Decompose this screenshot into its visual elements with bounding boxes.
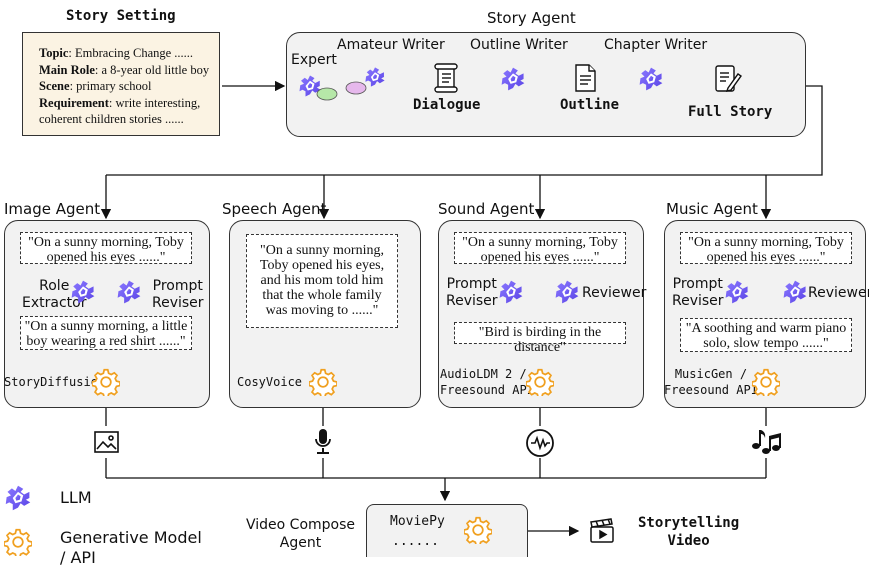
story-setting-title: Story Setting bbox=[66, 8, 176, 24]
legend-llm-label: LLM bbox=[60, 488, 92, 507]
story-setting-box: Topic: Embracing Change ...... Main Role… bbox=[22, 32, 220, 136]
llm-icon bbox=[638, 66, 664, 92]
requirement-value: : write interesting, bbox=[108, 95, 201, 110]
llm-icon bbox=[782, 279, 808, 305]
role-value: : a 8-year old little boy bbox=[94, 62, 210, 77]
story-excerpt: "On a sunny morning, Toby opened his eye… bbox=[454, 232, 626, 265]
music-agent-title: Music Agent bbox=[666, 200, 758, 218]
story-excerpt: "On a sunny morning, Toby opened his eye… bbox=[680, 232, 852, 265]
story-excerpt: "On a sunny morning, Toby opened his eye… bbox=[20, 232, 192, 265]
speech-bubble-icon bbox=[316, 87, 338, 101]
llm-icon bbox=[364, 66, 386, 88]
llm-icon bbox=[554, 279, 580, 305]
expert-label: Expert bbox=[291, 52, 337, 68]
image-icon bbox=[94, 431, 119, 453]
legend-gen-model-label: Generative Model/ API bbox=[60, 528, 202, 567]
audio-wave-icon bbox=[526, 429, 554, 457]
outline-label: Outline bbox=[560, 97, 620, 113]
llm-icon bbox=[70, 279, 96, 305]
clapperboard-icon bbox=[590, 518, 614, 543]
model-label: StoryDiffusion bbox=[4, 375, 106, 389]
model-label: MusicGen /Freesound API bbox=[664, 367, 758, 397]
scene-key: Scene bbox=[39, 79, 70, 93]
llm-icon bbox=[4, 484, 32, 512]
llm-icon bbox=[116, 279, 142, 305]
gear-icon bbox=[752, 368, 780, 396]
reviewer-label: Reviewer bbox=[582, 285, 647, 301]
amateur-writer-label: Amateur Writer bbox=[337, 37, 445, 53]
chapter-writer-label: Chapter Writer bbox=[604, 37, 708, 53]
ellipsis-label: ...... bbox=[392, 534, 439, 549]
gear-icon bbox=[309, 368, 337, 396]
speech-text: "On a sunny morning, Toby opened his eye… bbox=[246, 234, 398, 328]
model-label: AudioLDM 2 /Freesound API bbox=[440, 367, 534, 397]
reviewer-label: Reviewer bbox=[808, 285, 869, 301]
llm-icon bbox=[724, 279, 750, 305]
llm-icon bbox=[498, 279, 524, 305]
full-story-label: Full Story bbox=[688, 104, 773, 120]
topic-key: Topic bbox=[39, 46, 69, 60]
gear-icon bbox=[464, 516, 492, 544]
requirement-key: Requirement bbox=[39, 95, 109, 110]
topic-value: : Embracing Change ...... bbox=[68, 46, 194, 60]
story-agent-title: Story Agent bbox=[487, 9, 576, 27]
image-prompt: "On a sunny morning, a little boy wearin… bbox=[20, 316, 192, 350]
gear-icon bbox=[526, 368, 554, 396]
speech-agent-title: Speech Agent bbox=[222, 200, 327, 218]
requirement-value-2: coherent children stories ...... bbox=[39, 112, 184, 126]
document-icon bbox=[575, 64, 596, 92]
music-note-icon bbox=[752, 430, 781, 454]
image-agent-title: Image Agent bbox=[4, 200, 101, 218]
dialogue-label: Dialogue bbox=[413, 97, 481, 113]
scene-value: : primary school bbox=[69, 79, 152, 93]
sound-agent-title: Sound Agent bbox=[438, 200, 535, 218]
model-label: CosyVoice bbox=[237, 375, 303, 389]
document-pen-icon bbox=[715, 65, 742, 92]
gear-icon bbox=[4, 528, 32, 556]
outline-writer-label: Outline Writer bbox=[470, 37, 568, 53]
video-compose-panel bbox=[366, 504, 528, 557]
gear-icon bbox=[92, 368, 120, 396]
speech-bubble-icon bbox=[345, 81, 367, 95]
microphone-icon bbox=[315, 429, 331, 454]
sound-prompt: "Bird is birding in the distance" bbox=[454, 322, 626, 355]
role-key: Main Role bbox=[39, 62, 95, 77]
scroll-icon bbox=[434, 63, 458, 93]
moviepy-label: MoviePy bbox=[390, 514, 445, 529]
llm-icon bbox=[500, 66, 526, 92]
music-prompt: "A soothing and warm piano solo, slow te… bbox=[680, 318, 852, 352]
